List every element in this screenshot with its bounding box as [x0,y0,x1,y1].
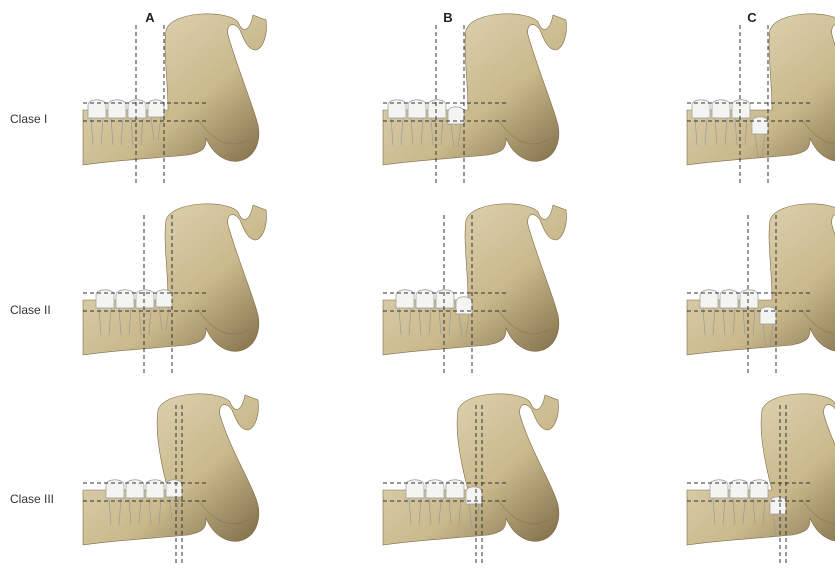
mandible-bone [83,394,259,545]
mandible-bone [687,204,835,355]
mandible-bone [383,14,566,165]
mandible-bone [687,394,835,545]
row-label-clase-iii: Clase III [10,492,54,506]
mandible-bone [83,14,266,165]
mandible-bone [383,204,566,355]
mandible-clase-ii-c [682,200,835,380]
mandible-clase-i-a [78,10,338,190]
row-label-clase-i: Clase I [10,112,47,126]
mandible-clase-ii-b [378,200,638,380]
mandible-clase-i-c [682,10,835,190]
mandible-bone [83,204,266,355]
mandible-clase-i-b [378,10,638,190]
mandible-clase-iii-c [682,390,835,570]
mandible-clase-iii-a [78,390,338,570]
mandible-bone [687,14,835,165]
row-label-clase-ii: Clase II [10,303,51,317]
mandible-clase-ii-a [78,200,338,380]
mandible-clase-iii-b [378,390,638,570]
mandible-bone [383,394,559,545]
